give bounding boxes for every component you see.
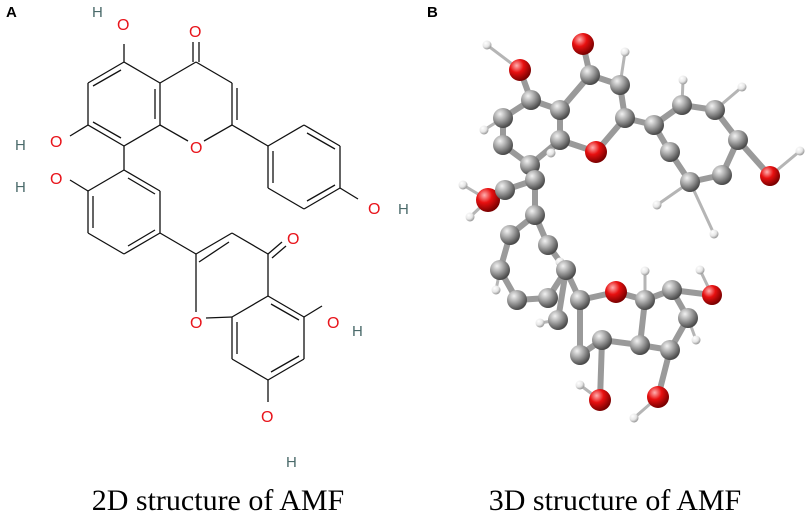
hydrogen-atom xyxy=(737,82,747,92)
carbon-atom xyxy=(507,290,527,310)
carbon-atom xyxy=(660,340,680,360)
hydrogen-atom xyxy=(691,335,701,345)
atom-o-label: O xyxy=(261,409,273,426)
atom-o-label: O xyxy=(327,315,339,332)
oxygen-atom xyxy=(605,281,627,303)
atom-o-label: O xyxy=(287,231,299,248)
carbon-atom xyxy=(728,130,748,150)
oxygen-atom xyxy=(585,141,607,163)
structure-2d-bonds xyxy=(69,42,359,402)
carbon-atom xyxy=(580,65,600,85)
hydrogen-atom xyxy=(695,265,705,275)
carbon-atom xyxy=(495,180,515,200)
carbon-atom xyxy=(615,108,635,128)
atom-o-label: O xyxy=(50,134,62,151)
atom-h-label: H xyxy=(92,4,103,21)
carbon-atom xyxy=(592,330,612,350)
oxygen-atom xyxy=(476,188,500,212)
hydrogen-atom xyxy=(678,75,688,85)
atom-o-label: O xyxy=(368,201,380,218)
carbon-atom xyxy=(538,288,558,308)
hydrogen-atom xyxy=(795,146,805,156)
carbon-atom xyxy=(705,100,725,120)
hydrogen-atom xyxy=(546,148,556,158)
panel-a-2d-structure: A xyxy=(6,4,409,517)
carbon-atom xyxy=(662,280,682,300)
atom-h-label: H xyxy=(286,454,297,471)
carbon-atom xyxy=(521,90,541,110)
atom-o-label: O xyxy=(117,17,129,34)
carbon-atom xyxy=(525,170,545,190)
carbon-atom xyxy=(490,260,510,280)
carbon-atom xyxy=(570,290,590,310)
oxygen-atom xyxy=(589,389,611,411)
panel-b-3d-structure: B 3D structure of AMF xyxy=(427,4,805,517)
hydrogen-atom xyxy=(535,318,545,328)
atom-h-label: H xyxy=(352,323,363,340)
oxygen-atom xyxy=(647,386,669,408)
carbon-atom xyxy=(644,115,664,135)
oxygen-atom xyxy=(702,285,722,305)
atom-h-label: H xyxy=(398,201,409,218)
atom-h-label: H xyxy=(15,179,26,196)
carbon-atom xyxy=(493,108,513,128)
hydrogen-atom xyxy=(640,266,650,276)
hydrogen-atom xyxy=(479,125,489,135)
carbon-atom xyxy=(550,100,570,120)
hydrogen-atom xyxy=(575,380,585,390)
carbon-atom xyxy=(548,310,568,330)
carbon-atom xyxy=(556,260,576,280)
atom-o-label: O xyxy=(190,315,202,332)
panel-a-label: A xyxy=(6,4,17,21)
hydrogen-atom xyxy=(465,212,475,222)
oxygen-atom xyxy=(572,33,594,55)
carbon-atom xyxy=(525,205,545,225)
hydrogen-atom xyxy=(491,285,501,295)
carbon-atom xyxy=(712,165,732,185)
carbon-atom xyxy=(538,235,558,255)
oxygen-atom xyxy=(509,59,531,81)
carbon-atom xyxy=(630,335,650,355)
carbon-atom xyxy=(678,308,698,328)
hydrogen-atom xyxy=(620,47,630,57)
carbon-atom xyxy=(660,142,680,162)
carbon-atom xyxy=(635,290,655,310)
hydrogen-atom xyxy=(709,229,719,239)
panel-b-label: B xyxy=(427,4,438,21)
oxygen-atom xyxy=(760,166,780,186)
ball-and-stick-model xyxy=(458,33,805,423)
hydrogen-atom xyxy=(482,40,492,50)
panel-b-caption: 3D structure of AMF xyxy=(489,484,741,517)
carbon-atom xyxy=(493,135,513,155)
carbon-atom xyxy=(672,95,692,115)
panel-a-caption: 2D structure of AMF xyxy=(92,484,344,517)
carbon-atom xyxy=(500,225,520,245)
atom-h-label: H xyxy=(15,137,26,154)
atom-o-label: O xyxy=(189,24,201,41)
structure-2d-atom-labels: H O O H O O H O O H O O O H O H xyxy=(15,4,409,471)
carbon-atom xyxy=(680,172,700,192)
atom-o-label: O xyxy=(190,140,202,157)
hydrogen-atom xyxy=(629,413,639,423)
carbon-atom xyxy=(550,130,570,150)
hydrogen-atom xyxy=(458,180,468,190)
hydrogen-atom xyxy=(652,200,662,210)
atom-o-label: O xyxy=(50,171,62,188)
carbon-atom xyxy=(570,345,590,365)
carbon-atom xyxy=(610,75,630,95)
